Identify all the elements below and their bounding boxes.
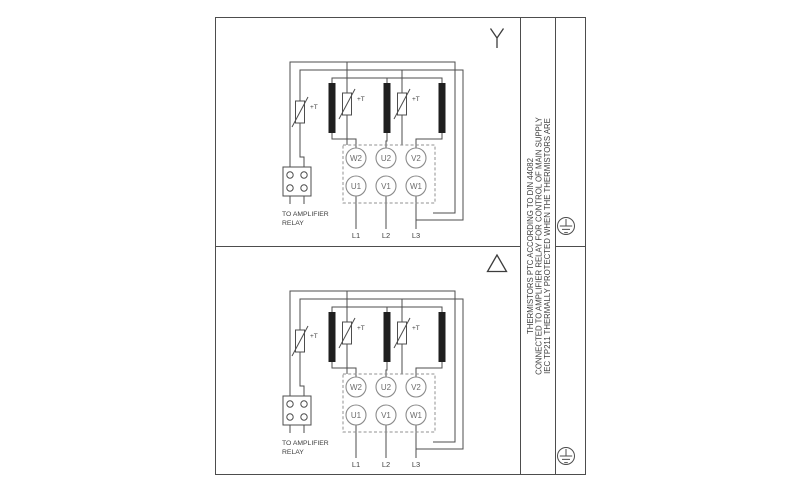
- terminal-board-outline: [342, 373, 436, 433]
- motor-winding-2: [383, 83, 391, 133]
- svg-text:U1: U1: [351, 182, 362, 191]
- thermistor-label: +T: [310, 333, 318, 340]
- svg-text:U1: U1: [351, 411, 362, 420]
- terminal-board-outline: [342, 144, 436, 204]
- wiring-lines: [289, 290, 464, 458]
- svg-text:V2: V2: [411, 383, 421, 392]
- delta-connection-icon: [486, 253, 508, 273]
- supply-label-l1: L1: [352, 460, 360, 469]
- svg-text:U2: U2: [381, 383, 392, 392]
- side-note-line1: IEC TP211 THERMALLY PROTECTED WHEN THE T…: [543, 118, 552, 374]
- motor-windings: [328, 312, 446, 362]
- amplifier-relay-terminal: [282, 395, 312, 426]
- supply-label-l3: L3: [412, 460, 420, 469]
- supply-label-l3: L3: [412, 231, 420, 240]
- terminal-v2: V2: [405, 376, 427, 398]
- thermistor-label: +T: [310, 104, 318, 111]
- thermistor-3: +T: [393, 88, 420, 120]
- side-note-line2: CONNECTED TO AMPLIFIER RELAY FOR CONTROL…: [535, 116, 544, 374]
- supply-label-l1: L1: [352, 231, 360, 240]
- thermistor-2: +T: [338, 88, 365, 120]
- amplifier-relay-terminal: [282, 166, 312, 197]
- terminal-v1: V1: [375, 404, 397, 426]
- motor-winding-3: [438, 312, 446, 362]
- side-note: IEC TP211 THERMALLY PROTECTED WHEN THE T…: [526, 116, 552, 374]
- thermistor-label: +T: [412, 96, 420, 103]
- svg-text:W1: W1: [410, 182, 423, 191]
- terminal-w2: W2: [345, 147, 367, 169]
- motor-winding-1: [328, 83, 336, 133]
- svg-text:V1: V1: [381, 411, 391, 420]
- earth-ground-icon-top: [557, 217, 575, 235]
- thermistor-label: +T: [357, 96, 365, 103]
- supply-label-l2: L2: [382, 460, 390, 469]
- wiring-lines: [289, 61, 464, 229]
- star-connection-section: +T +T +T W2 U2 V2: [282, 28, 505, 240]
- svg-text:V2: V2: [411, 154, 421, 163]
- side-note-line3: THERMISTORS PTC ACCORDING TO DIN 44082: [526, 158, 535, 334]
- terminal-v2: V2: [405, 147, 427, 169]
- motor-winding-2: [383, 312, 391, 362]
- motor-windings: [328, 83, 446, 133]
- svg-text:W2: W2: [350, 383, 363, 392]
- supply-label-l2: L2: [382, 231, 390, 240]
- supply-line-labels: L1 L2 L3: [352, 231, 420, 240]
- thermistor-1: +T: [291, 96, 318, 128]
- terminal-board: W2 U2 V2 U1 V1 W1: [345, 376, 427, 426]
- terminal-u2: U2: [375, 147, 397, 169]
- motor-winding-3: [438, 83, 446, 133]
- diagram-frame: [215, 17, 586, 475]
- star-connection-icon: [489, 28, 505, 48]
- relay-label-line2: RELAY: [282, 449, 304, 456]
- terminal-u1: U1: [345, 175, 367, 197]
- terminal-w1: W1: [405, 175, 427, 197]
- delta-connection-section: +T +T +T W2 U2 V2: [282, 253, 508, 469]
- terminal-w2: W2: [345, 376, 367, 398]
- thermistor-label: +T: [357, 325, 365, 332]
- thermistor-label: +T: [412, 325, 420, 332]
- terminal-w1: W1: [405, 404, 427, 426]
- terminal-u2: U2: [375, 376, 397, 398]
- relay-label-line1: TO AMPLIFIER: [282, 440, 329, 447]
- svg-text:V1: V1: [381, 182, 391, 191]
- relay-label-line1: TO AMPLIFIER: [282, 211, 329, 218]
- thermistor-1: +T: [291, 325, 318, 357]
- svg-text:W1: W1: [410, 411, 423, 420]
- earth-ground-icon-bottom: [557, 447, 575, 465]
- supply-line-labels: L1 L2 L3: [352, 460, 420, 469]
- thermistor-2: +T: [338, 317, 365, 349]
- terminal-u1: U1: [345, 404, 367, 426]
- relay-label-line2: RELAY: [282, 220, 304, 227]
- terminal-board: W2 U2 V2 U1 V1 W1: [345, 147, 427, 197]
- motor-winding-1: [328, 312, 336, 362]
- svg-text:U2: U2: [381, 154, 392, 163]
- terminal-v1: V1: [375, 175, 397, 197]
- svg-text:W2: W2: [350, 154, 363, 163]
- thermistor-3: +T: [393, 317, 420, 349]
